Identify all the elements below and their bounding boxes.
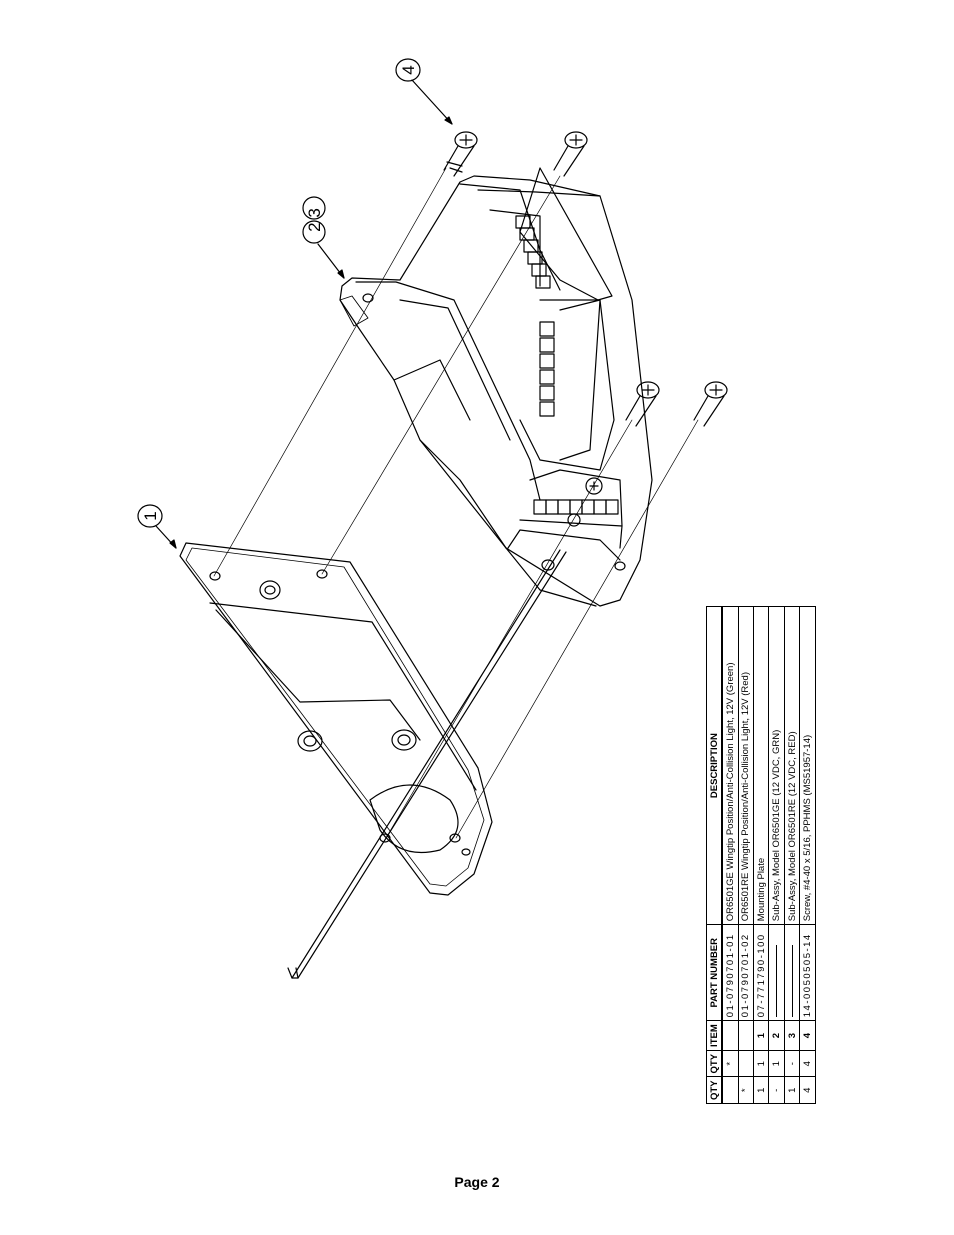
header-part-number: PART NUMBER	[706, 924, 722, 1021]
table-row: - 1 2 Sub-Assy, Model OR6501GE (12 VDC, …	[768, 606, 785, 1104]
lead-wires	[287, 549, 567, 979]
qty2-cell: 4	[799, 1050, 816, 1077]
screw-lower-right-icon	[693, 381, 728, 427]
part-number-cell: 01-0790701-01	[722, 924, 738, 1021]
led-row-upper	[515, 215, 551, 289]
qty1-cell: 1	[753, 1076, 769, 1104]
callout-1: 1	[137, 504, 177, 549]
part-number-cell	[768, 924, 785, 1021]
table-row: * 01-0790701-02 OR6501RE Wingtip Positio…	[738, 606, 754, 1104]
qty1-cell: -	[768, 1076, 785, 1104]
header-qty-1: QTY	[706, 1076, 722, 1104]
callout-1-label: 1	[141, 511, 160, 520]
qty2-cell: -	[784, 1050, 800, 1077]
item-cell: 4	[799, 1020, 816, 1051]
qty1-cell: 4	[799, 1076, 816, 1104]
item-cell	[722, 1020, 738, 1051]
item-cell: 2	[768, 1020, 785, 1051]
parts-table: QTY QTY ITEM PART NUMBER DESCRIPTION * 0…	[706, 606, 816, 1104]
qty2-cell: 1	[753, 1050, 769, 1077]
description-cell: Screw, #4-40 x 5/16, PPHMS (MS51957-14)	[799, 606, 816, 925]
light-housing	[339, 167, 653, 607]
part-number-cell	[784, 924, 800, 1021]
parts-table-rotated: QTY QTY ITEM PART NUMBER DESCRIPTION * 0…	[706, 606, 816, 1104]
part-number-cell: 14-0050505-14	[799, 924, 816, 1021]
table-row: 1 - 3 Sub-Assy, Model OR6501RE (12 VDC, …	[784, 606, 800, 1104]
qty1-cell	[722, 1076, 738, 1104]
description-cell: Sub-Assy, Model OR6501RE (12 VDC, RED)	[784, 606, 800, 925]
qty1-cell: *	[738, 1076, 754, 1104]
description-cell: OR6501GE Wingtip Position/Anti-Collision…	[722, 606, 738, 925]
screw-upper-right-icon	[553, 131, 588, 177]
qty2-cell: *	[722, 1050, 738, 1077]
qty1-cell: 1	[784, 1076, 800, 1104]
table-row: 4 4 4 14-0050505-14 Screw, #4-40 x 5/16,…	[799, 606, 816, 1104]
description-cell: Mounting Plate	[753, 606, 769, 925]
table-row: 1 1 1 07-771790-100 Mounting Plate	[753, 606, 769, 1104]
item-cell: 3	[784, 1020, 800, 1051]
callout-2-3-label: 2 3	[305, 208, 324, 232]
page-number: Page 2	[454, 1174, 500, 1190]
table-row: * 01-0790701-01 OR6501GE Wingtip Positio…	[722, 606, 738, 1104]
header-description: DESCRIPTION	[706, 606, 722, 925]
screw-lower-left-icon	[625, 381, 660, 427]
header-item: ITEM	[706, 1020, 722, 1051]
qty2-cell	[738, 1050, 754, 1077]
description-cell: OR6501RE Wingtip Position/Anti-Collision…	[738, 606, 754, 925]
item-cell: 1	[753, 1020, 769, 1051]
part-number-cell: 07-771790-100	[753, 924, 769, 1021]
description-cell: Sub-Assy, Model OR6501GE (12 VDC, GRN)	[768, 606, 785, 925]
qty2-cell: 1	[768, 1050, 785, 1077]
table-header-row: QTY QTY ITEM PART NUMBER DESCRIPTION	[706, 606, 722, 1104]
led-row-middle	[539, 321, 555, 417]
part-number-cell: 01-0790701-02	[738, 924, 754, 1021]
header-qty-2: QTY	[706, 1050, 722, 1077]
callout-4: 4	[395, 58, 453, 125]
blank-part-number-line	[791, 945, 793, 1018]
assembly-lines	[213, 167, 699, 839]
callout-4-label: 4	[399, 65, 418, 74]
item-cell	[738, 1020, 754, 1051]
screw-upper-left-icon	[443, 131, 478, 177]
blank-part-number-line	[776, 945, 778, 1018]
callout-2-3: 2 3	[302, 196, 345, 279]
led-row-lower	[533, 499, 619, 515]
mounting-plate	[179, 542, 493, 896]
